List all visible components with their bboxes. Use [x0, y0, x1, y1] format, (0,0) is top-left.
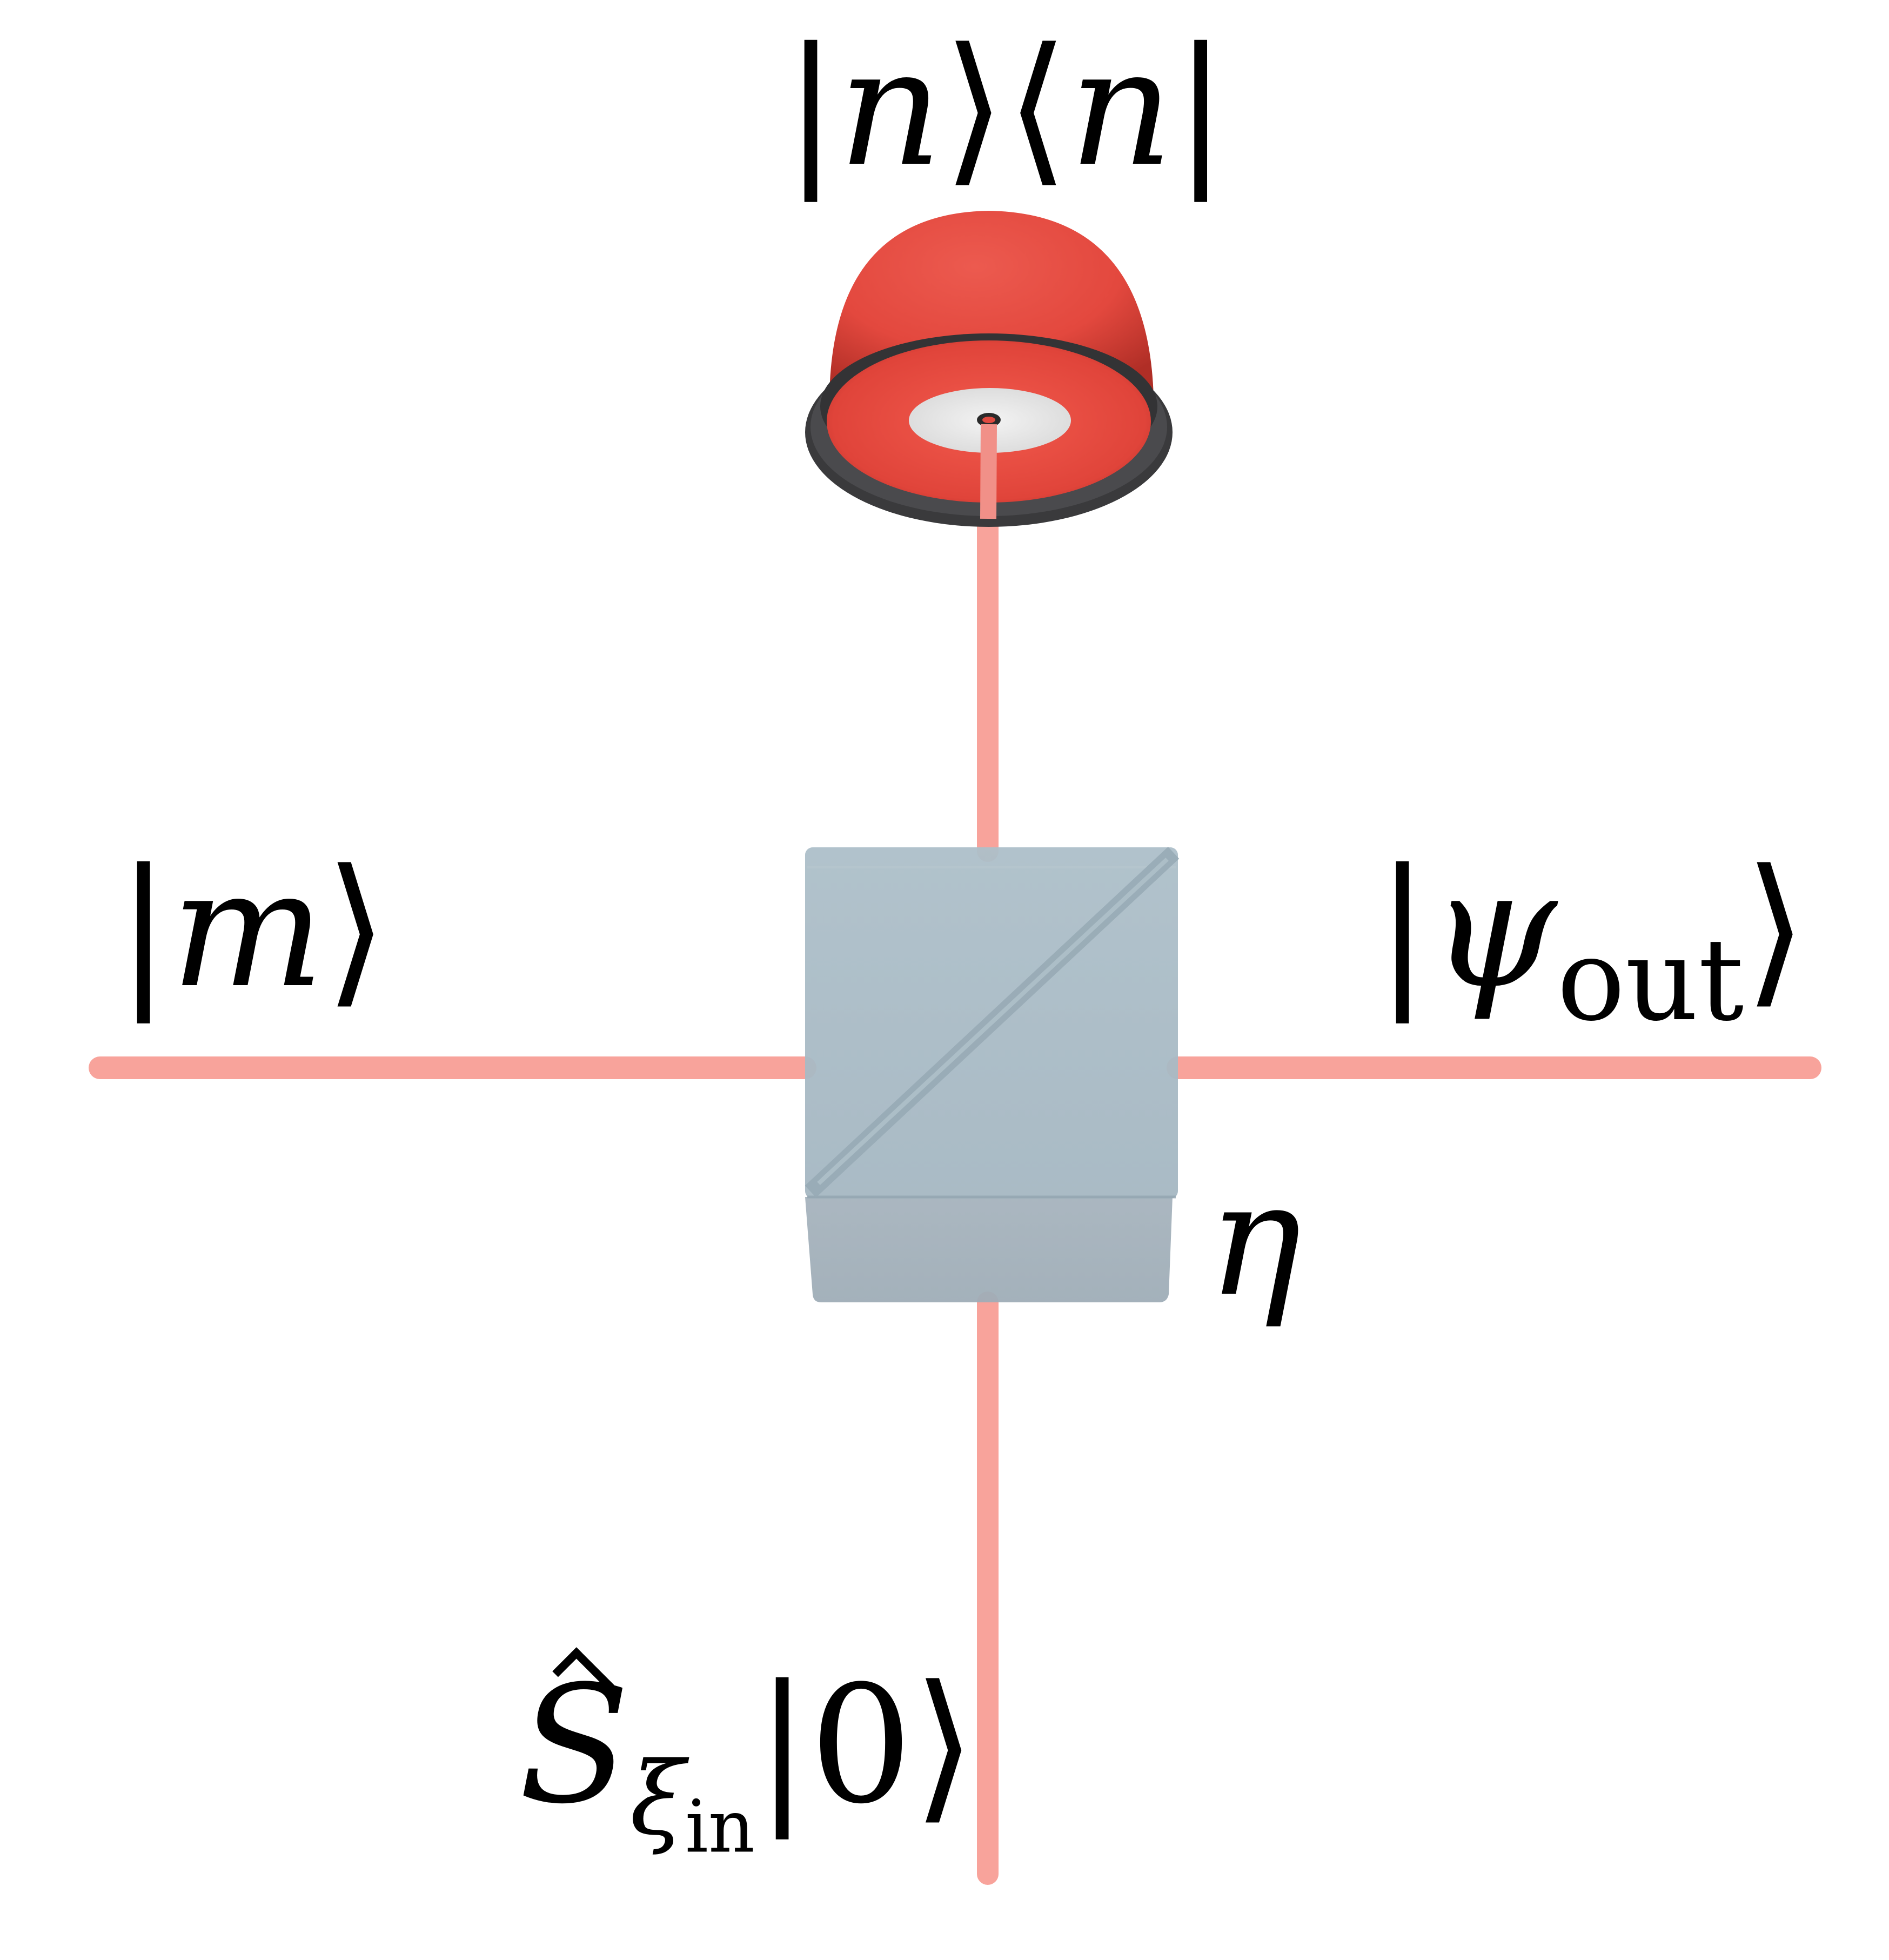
label-input-fock: |m⟩ [116, 848, 388, 1011]
squeeze-operator-s: S [519, 1651, 630, 1839]
beam-splitter-cube [805, 847, 1180, 1302]
projector-bar-right: | [1173, 14, 1228, 202]
output-subscript: out [1557, 914, 1744, 1046]
projector-bra-open: ⟨ [1006, 14, 1069, 202]
projector-ket-close: ⟩ [942, 14, 1006, 202]
projector-ket-n: n [838, 14, 943, 202]
projector-bra-n: n [1069, 14, 1174, 202]
vacuum-bar: | [755, 1651, 810, 1839]
fock-close: ⟩ [324, 835, 388, 1024]
detector [805, 211, 1173, 527]
eta-symbol: η [1208, 1149, 1302, 1331]
squeeze-xi: ξ [629, 1740, 685, 1857]
label-output-state: |ψout⟩ [1375, 848, 1807, 1037]
beam-into-detector [980, 424, 997, 519]
vacuum-zero: 0 [809, 1651, 913, 1839]
output-bar: | [1375, 835, 1430, 1024]
label-squeezed-input: Sξin|0⟩ [519, 1664, 976, 1863]
squeeze-subscript: ξin [629, 1740, 755, 1863]
output-close: ⟩ [1744, 835, 1807, 1024]
squeeze-sub-in: in [685, 1784, 755, 1869]
output-psi: ψ [1430, 835, 1557, 1024]
cube-diagonal-highlight [817, 858, 1169, 1185]
vacuum-close: ⟩ [913, 1651, 976, 1839]
fock-m: m [171, 835, 325, 1024]
fock-bar: | [116, 835, 171, 1024]
label-transmissivity: η [1208, 1162, 1302, 1319]
detector-aperture-inner [982, 417, 995, 423]
label-detector-projector: |n⟩⟨n| [783, 27, 1228, 189]
projector-bar-left: | [783, 14, 839, 202]
